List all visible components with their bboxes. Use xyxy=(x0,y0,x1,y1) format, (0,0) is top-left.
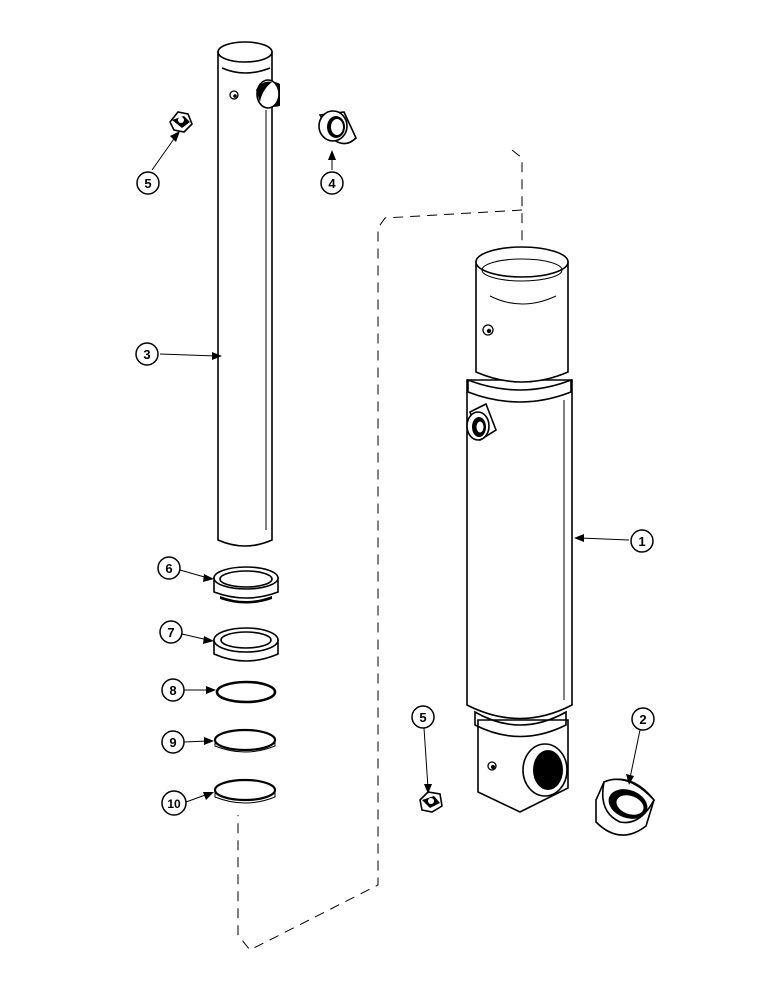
callout-10: 10 xyxy=(161,790,187,816)
bushing-large-part xyxy=(595,778,655,836)
backup-ring-10-part xyxy=(213,778,277,804)
assembly-dashed-line xyxy=(237,149,523,951)
callout-7: 7 xyxy=(159,620,183,644)
bushing-small-part xyxy=(318,110,357,145)
callout-5-top: 5 xyxy=(136,171,160,195)
callout-1: 1 xyxy=(630,529,654,553)
callout-2: 2 xyxy=(631,707,655,731)
callout-3-label: 3 xyxy=(143,347,150,362)
piston-rod-part xyxy=(217,41,280,547)
callout-10-label: 10 xyxy=(167,797,181,811)
callout-6-label: 6 xyxy=(165,561,172,576)
wear-ring-7-part xyxy=(213,627,279,662)
callout-8-label: 8 xyxy=(169,683,176,698)
callout-6: 6 xyxy=(157,556,181,580)
callout-5-bottom: 5 xyxy=(411,705,435,729)
callout-7-label: 7 xyxy=(167,625,174,640)
callout-9-label: 9 xyxy=(169,735,176,750)
backup-ring-9-part xyxy=(213,728,277,753)
callout-4: 4 xyxy=(320,171,344,195)
callout-5-top-label: 5 xyxy=(144,176,151,191)
grease-fitting-bottom-part xyxy=(419,791,443,813)
callout-1-label: 1 xyxy=(638,534,645,549)
callout-3: 3 xyxy=(135,342,159,366)
cylinder-barrel-part xyxy=(466,246,573,813)
callout-9: 9 xyxy=(161,730,185,754)
callout-4-label: 4 xyxy=(328,176,336,191)
callout-5-bottom-label: 5 xyxy=(419,710,426,725)
callout-2-label: 2 xyxy=(639,712,646,727)
leader-arrows xyxy=(151,131,641,803)
grease-fitting-top-part xyxy=(169,111,193,133)
callout-8: 8 xyxy=(161,678,185,702)
seal-ring-6-part xyxy=(213,566,279,604)
o-ring-8-part xyxy=(215,680,277,704)
